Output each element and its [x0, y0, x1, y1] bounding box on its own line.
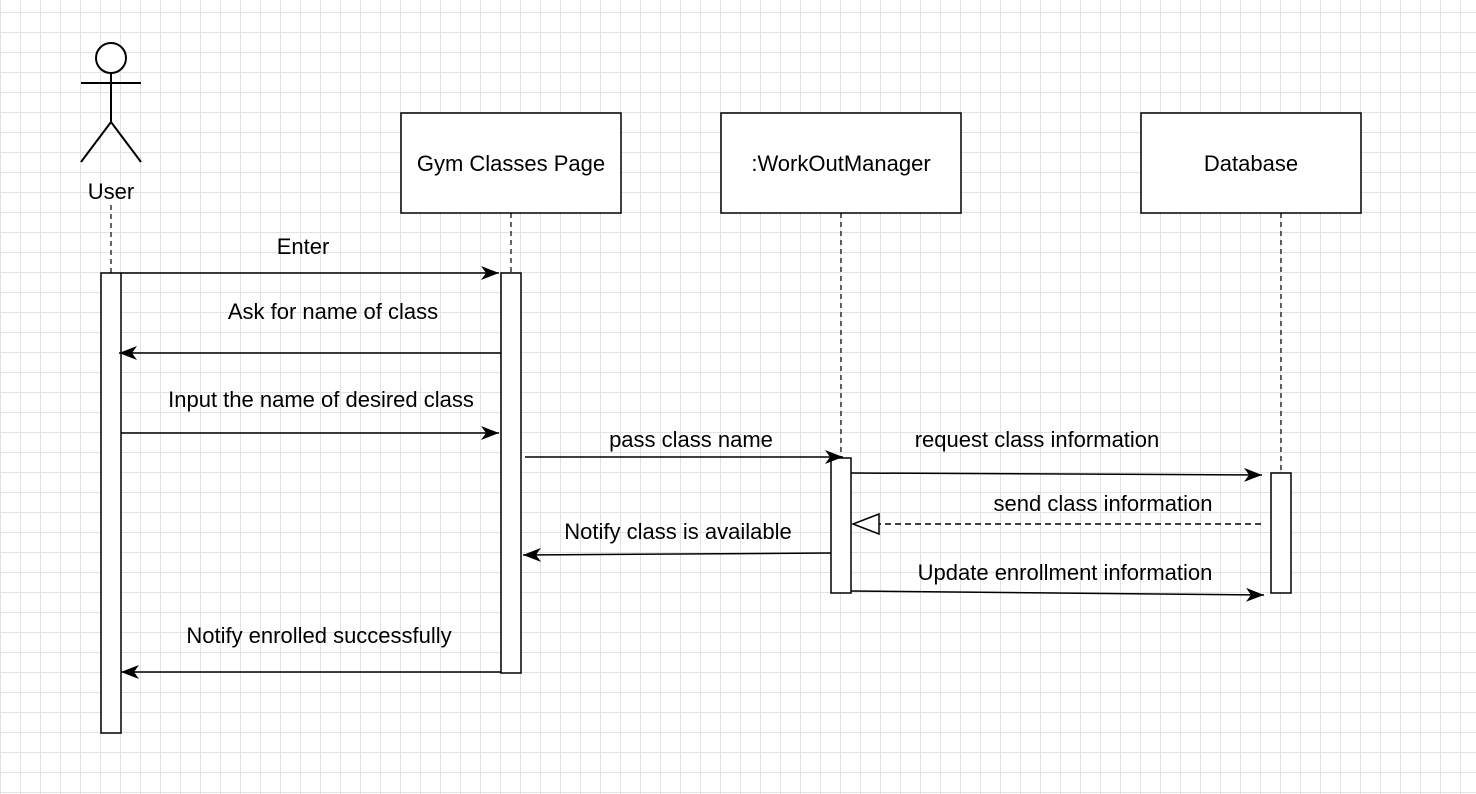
database-label: Database: [1204, 151, 1298, 176]
user-actor[interactable]: [80, 42, 142, 163]
message-notify-available-label: Notify class is available: [564, 519, 791, 544]
gym-page-activation-bar: [500, 272, 522, 674]
actor-label: User: [88, 179, 134, 204]
message-send-info-label: send class information: [994, 491, 1213, 516]
actor-right-leg: [110, 121, 142, 163]
message-input-name-label: Input the name of desired class: [168, 387, 474, 412]
message-notify-available-arrow: [522, 547, 832, 562]
message-send-info-arrowhead: [850, 512, 880, 536]
database-box[interactable]: [1140, 112, 1362, 214]
message-ask-name-label: Ask for name of class: [228, 299, 438, 324]
workout-manager-box[interactable]: [720, 112, 962, 214]
actor-left-leg: [80, 121, 112, 163]
message-update-enrollment-arrow: [850, 587, 1265, 602]
gym-page-label: Gym Classes Page: [417, 151, 605, 176]
user-activation-bar: [100, 272, 122, 734]
actor-head: [95, 42, 127, 74]
message-notify-enrolled-label: Notify enrolled successfully: [186, 623, 451, 648]
message-enter-label: Enter: [277, 234, 330, 259]
message-update-enrollment-label: Update enrollment information: [918, 560, 1213, 585]
message-request-info-label: request class information: [915, 427, 1160, 452]
gym-page-box[interactable]: [400, 112, 622, 214]
workout-manager-label: :WorkOutManager: [751, 151, 930, 176]
message-pass-name-label: pass class name: [609, 427, 773, 452]
workout-manager-activation-bar: [830, 457, 852, 594]
database-activation-bar: [1270, 472, 1292, 594]
message-request-info-arrow: [850, 467, 1263, 482]
